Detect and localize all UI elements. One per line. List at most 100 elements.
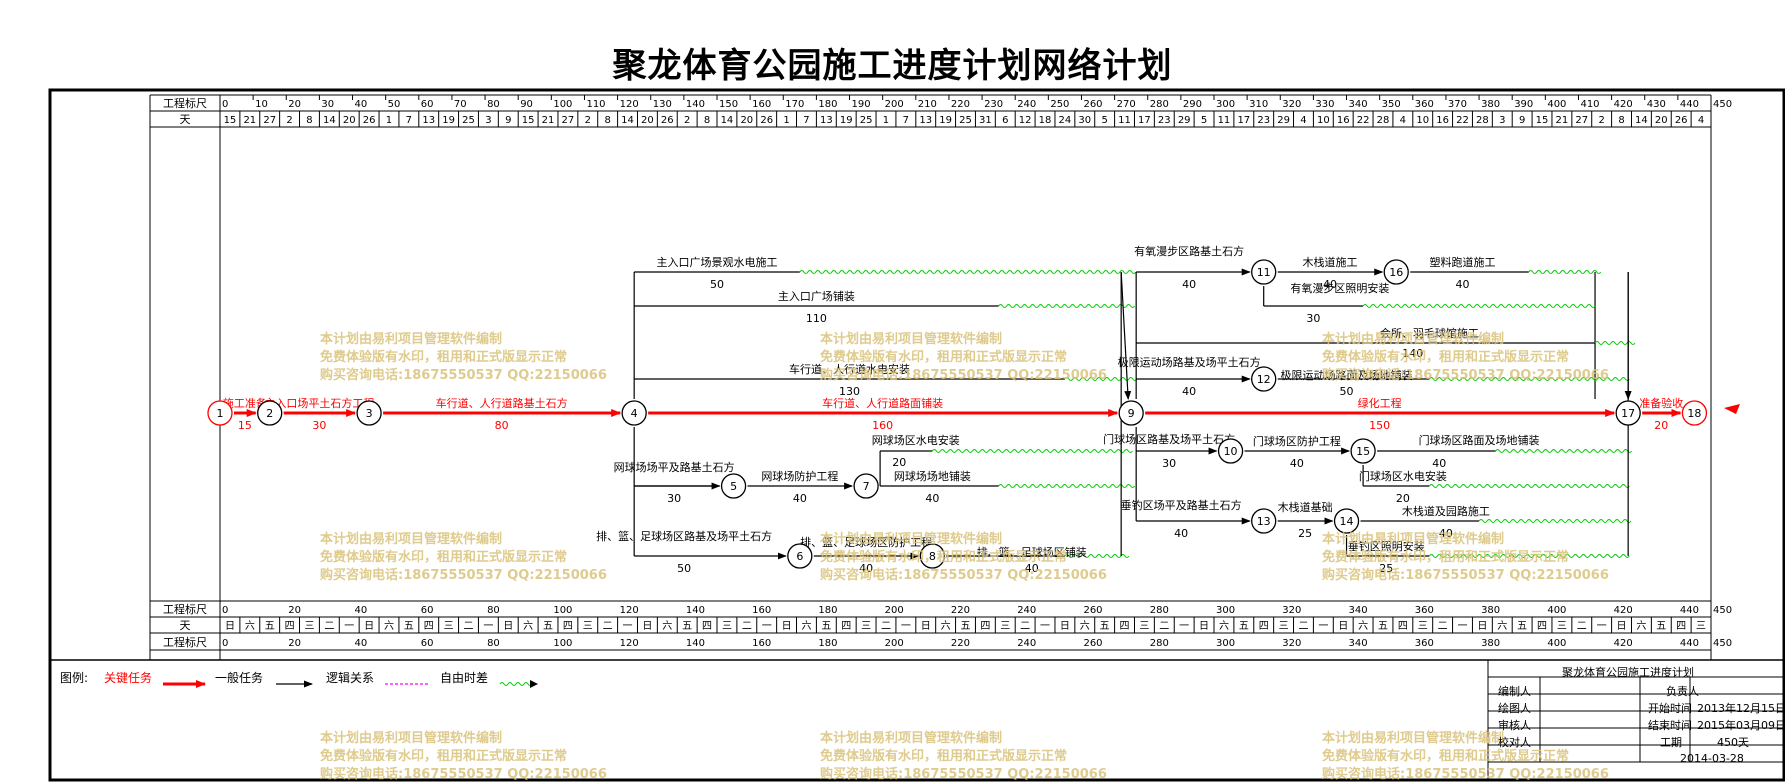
float-a26	[1428, 484, 1630, 488]
activity-duration-a23: 30	[1162, 457, 1176, 470]
watermark: 本计划由易利项目管理软件编制免费体验版有水印，租用和正式版显示正常购买咨询电话:…	[1322, 332, 1609, 383]
tick-label: 300	[1216, 638, 1235, 649]
weekday-label: 六	[662, 620, 672, 632]
weekday-label: 三	[444, 621, 454, 632]
tb-duration-value: 450天	[1717, 736, 1749, 749]
weekday-label: 一	[344, 621, 354, 632]
day-label: 23	[1158, 115, 1171, 126]
legend-critical-label: 关键任务	[104, 671, 153, 685]
tick-label: 20	[288, 605, 301, 616]
watermark: 本计划由易利项目管理软件编制免费体验版有水印，租用和正式版显示正常购买咨询电话:…	[820, 731, 1107, 782]
day-label: 11	[1218, 115, 1231, 126]
weekday-label: 三	[304, 621, 314, 632]
tick-label: 340	[1349, 605, 1368, 616]
weekday-label: 六	[384, 620, 394, 632]
tick-label: 260	[1083, 605, 1102, 616]
activity-name-a29: 木栈道及园路施工	[1402, 504, 1490, 518]
title-block-frame	[1487, 659, 1784, 781]
activity-name-a24: 门球场区防护工程	[1253, 434, 1341, 448]
activity-duration-a30: 25	[1379, 562, 1393, 575]
activity-name-a17: 塑料跑道施工	[1430, 255, 1496, 269]
day-label: 4	[1300, 115, 1306, 126]
event-node-circle	[356, 400, 382, 426]
tick-label: 140	[686, 605, 705, 616]
tick-label: 300	[1216, 99, 1235, 110]
activity-name-a10: 网球场区水电安装	[872, 433, 960, 447]
watermark: 本计划由易利项目管理软件编制免费体验版有水印，租用和正式版显示正常购买咨询电话:…	[320, 532, 607, 583]
weekday-label: 五	[404, 621, 414, 632]
event-node-number: 6	[796, 550, 803, 563]
weekday-label: 日	[364, 621, 374, 632]
tick-label: 190	[852, 99, 871, 110]
activity-name-a27: 垂钓区场平及路基土石方	[1121, 498, 1242, 512]
day-label: 15	[1536, 115, 1549, 126]
tick-label: 250	[1050, 99, 1069, 110]
day-label: 27	[1575, 115, 1588, 126]
event-node-number: 11	[1257, 266, 1271, 279]
tick-label: 220	[951, 638, 970, 649]
weekday-label: 三	[1418, 621, 1428, 632]
activity-duration-a2: 30	[312, 419, 326, 432]
activity-name-a23: 门球场区路基及场平土石方	[1103, 432, 1235, 446]
tick-label: 180	[818, 638, 837, 649]
activity-duration-a31: 20	[1654, 419, 1668, 432]
event-node-number: 18	[1687, 407, 1701, 420]
tick-label: 180	[818, 99, 837, 110]
tick-label: 240	[1017, 605, 1036, 616]
day-label: 25	[860, 115, 873, 126]
activity-name-a25: 门球场区路面及场地铺装	[1419, 433, 1540, 447]
day-label: 18	[1039, 115, 1052, 126]
day-label: 29	[1178, 115, 1191, 126]
event-node-circle	[1681, 400, 1708, 426]
tick-label: 280	[1150, 605, 1169, 616]
activity-name-a5: 主入口广场景观水电施工	[657, 255, 778, 269]
day-label: 23	[1257, 115, 1270, 126]
day-label: 20	[343, 115, 356, 126]
weekday-label: 二	[1159, 621, 1169, 632]
weekday-label: 一	[1458, 621, 1468, 632]
weekday-label: 六	[1219, 620, 1229, 632]
activity-duration-a12: 50	[677, 562, 691, 575]
weekday-label: 二	[603, 621, 613, 632]
day-label: 5	[1201, 115, 1207, 126]
tick-label: 40	[355, 638, 368, 649]
outer-frame	[48, 88, 1785, 782]
activity-name-a20: 极限运动场路基及场平土石方	[1118, 355, 1261, 369]
tick-label: 0	[222, 99, 228, 110]
day-label: 5	[1101, 115, 1107, 126]
tick-label: 70	[454, 99, 467, 110]
event-node-number: 9	[1128, 407, 1135, 420]
activity-name-a15: 有氧漫步区路基土石方	[1134, 244, 1244, 258]
tick-label: 60	[421, 605, 434, 616]
tick-label: 430	[1647, 99, 1666, 110]
activity-duration-a29: 40	[1439, 527, 1453, 540]
tick-label: 230	[984, 99, 1003, 110]
float-a14	[1064, 554, 1130, 558]
weekday-label: 六	[1497, 620, 1507, 632]
tb-duration-label: 工期	[1660, 736, 1682, 749]
float-a17	[1528, 270, 1602, 274]
float-a10	[931, 449, 1133, 453]
activity-duration-a15: 40	[1182, 278, 1196, 291]
scale-bottom-label: 工程标尺	[163, 602, 207, 616]
event-node-circle	[1251, 508, 1277, 534]
activity-name-a13: 排、篮、足球场区防护工程	[800, 535, 932, 549]
weekday-label: 二	[1577, 621, 1587, 632]
tick-label: 420	[1614, 99, 1633, 110]
day-label: 11	[1118, 115, 1131, 126]
weekday-label: 四	[1676, 621, 1686, 632]
legend-normal-label: 一般任务	[215, 671, 264, 685]
weekday-label: 一	[1318, 621, 1328, 632]
day-label: 21	[1556, 115, 1569, 126]
event-node-number: 1	[217, 407, 224, 420]
tick-label: 420	[1614, 638, 1633, 649]
day-label: 14	[721, 115, 734, 126]
tick-label: 140	[686, 638, 705, 649]
day-label: 20	[641, 115, 654, 126]
event-node-number: 13	[1257, 515, 1271, 528]
watermark: 本计划由易利项目管理软件编制免费体验版有水印，租用和正式版显示正常购买咨询电话:…	[320, 731, 607, 782]
event-node-circle	[1251, 259, 1277, 285]
page-title: 聚龙体育公园施工进度计划网络计划	[612, 46, 1173, 86]
tick-label: 0	[222, 605, 228, 616]
